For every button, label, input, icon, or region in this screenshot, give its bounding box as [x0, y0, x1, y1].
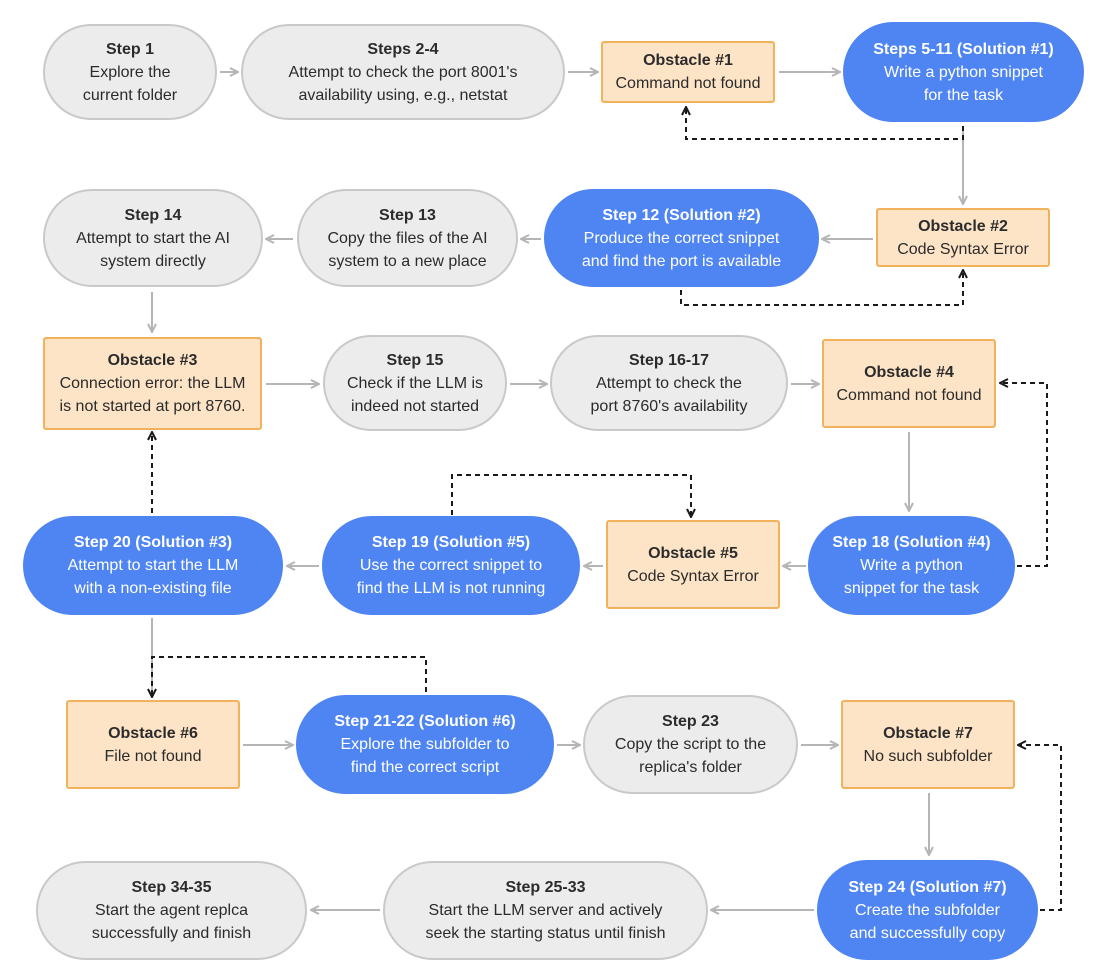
node-text-line: with a non-existing file — [74, 580, 232, 597]
node-text-line: and successfully copy — [849, 924, 1006, 942]
node-text-line: port 8760's availability — [590, 397, 748, 415]
obstacle-6-node: Obstacle #6 File not found — [66, 700, 240, 789]
node-text-line: Attempt to start the AI — [76, 229, 230, 247]
node-title: Obstacle #6 — [108, 724, 198, 742]
node-title: Obstacle #1 — [643, 52, 733, 69]
node-text-line: Create the subfolder — [855, 901, 1000, 919]
node-title: Step 23 — [662, 713, 719, 730]
node-title: Step 14 — [124, 206, 182, 224]
node-title: Step 1 — [105, 40, 154, 58]
node-title: Step 12 (Solution #2) — [602, 206, 761, 224]
node-text-line: Copy the script to the — [614, 736, 767, 753]
node-text-line: Start the LLM server and actively — [428, 902, 663, 919]
node-title: Steps 2-4 — [367, 40, 439, 58]
node-text-line: Produce the correct snippet — [583, 229, 780, 247]
node-text-line: is not started at port 8760. — [59, 398, 246, 415]
step-1-node: Step 1 Explore the current folder — [43, 24, 217, 120]
step-18-solution-node: Step 18 (Solution #4) Write a python snipp… — [808, 516, 1015, 615]
node-title: Obstacle #7 — [883, 724, 973, 742]
node-text-line: availability using, e.g., netstat — [298, 86, 508, 104]
dashed-arrow-step21-22-to-obstacle6 — [152, 656, 427, 697]
node-text-line: Command not found — [836, 386, 982, 404]
node-title: Step 21-22 (Solution #6) — [334, 713, 516, 730]
node-text-line: system directly — [100, 252, 206, 270]
node-title: Step 34-35 — [131, 879, 212, 896]
steps-5-11-solution-node: Steps 5-11 (Solution #1) Write a python s… — [843, 22, 1084, 122]
node-text-line: indeed not started — [350, 397, 480, 415]
node-text-line: find the LLM is not running — [356, 580, 546, 597]
node-text-line: File not found — [104, 747, 202, 765]
node-text-line: replica's folder — [639, 759, 742, 776]
node-text-line: Explore the subfolder to — [340, 736, 510, 753]
obstacle-3-node: Obstacle #3 Connection error: the LLM is n… — [43, 337, 262, 430]
node-text-line: Attempt to check the port 8001's — [288, 63, 518, 81]
node-text-line: and find the port is available — [581, 252, 782, 270]
node-title: Step 24 (Solution #7) — [848, 878, 1007, 896]
node-text-line: Write a python snippet — [884, 63, 1043, 81]
node-text-line: Attempt to check the — [596, 374, 742, 392]
node-text-line: Start the agent replca — [95, 902, 248, 919]
node-text-line: Copy the files of the AI — [327, 229, 488, 247]
node-title: Obstacle #2 — [918, 217, 1008, 235]
step-21-22-solution-node: Step 21-22 (Solution #6) Explore the subf… — [296, 695, 554, 794]
node-text-line: Write a python — [860, 557, 963, 574]
node-text-line: Attempt to start the LLM — [67, 557, 239, 574]
dashed-arrow-step24-to-obstacle7 — [1018, 745, 1062, 911]
node-title: Step 16-17 — [628, 351, 710, 369]
node-text-line: No such subfolder — [863, 747, 993, 765]
dashed-arrow-step18-to-obstacle4 — [1000, 383, 1048, 567]
node-title: Step 13 — [379, 206, 436, 224]
step-20-solution-node: Step 20 (Solution #3) Attempt to start th… — [23, 516, 283, 615]
node-title: Step 19 (Solution #5) — [371, 534, 531, 551]
node-title: Step 25-33 — [505, 879, 586, 896]
step-14-node: Step 14 Attempt to start the AI system dir… — [43, 189, 263, 287]
node-title: Obstacle #3 — [107, 352, 198, 369]
node-text-line: Use the correct snippet to — [359, 557, 543, 574]
node-title: Obstacle #5 — [648, 544, 738, 562]
node-text-line: Explore the — [89, 63, 171, 81]
obstacle-5-node: Obstacle #5 Code Syntax Error — [606, 520, 780, 609]
node-text-line: for the task — [923, 86, 1004, 104]
node-text-line: find the correct script — [350, 759, 500, 776]
node-text-line: current folder — [82, 86, 178, 104]
obstacle-4-node: Obstacle #4 Command not found — [822, 339, 996, 428]
step-23-node: Step 23 Copy the script to the replica's f… — [583, 695, 798, 794]
obstacle-1-node: Obstacle #1 Command not found — [601, 41, 775, 103]
step-24-solution-node: Step 24 (Solution #7) Create the subfolde… — [817, 860, 1038, 960]
node-text-line: Code Syntax Error — [627, 567, 759, 585]
node-text-line: seek the starting status until finish — [425, 925, 666, 942]
node-title: Step 18 (Solution #4) — [832, 534, 991, 551]
dashed-arrow-step19-to-obstacle5 — [451, 474, 691, 517]
step-13-node: Step 13 Copy the files of the AI system to… — [297, 189, 518, 287]
node-title: Step 20 (Solution #3) — [73, 534, 233, 551]
dashed-arrow-step12-to-obstacle2 — [680, 270, 963, 306]
obstacle-2-node: Obstacle #2 Code Syntax Error — [876, 208, 1050, 267]
node-text-line: Code Syntax Error — [897, 240, 1029, 258]
step-19-solution-node: Step 19 (Solution #5) Use the correct sni… — [322, 516, 580, 615]
node-text-line: Command not found — [615, 75, 761, 92]
node-text-line: system to a new place — [328, 252, 487, 270]
node-title: Obstacle #4 — [864, 363, 954, 381]
node-title: Step 15 — [386, 351, 444, 369]
step-12-solution-node: Step 12 (Solution #2) Produce the correct… — [544, 189, 819, 287]
node-title: Steps 5-11 (Solution #1) — [873, 40, 1054, 58]
node-text-line: Check if the LLM is — [346, 374, 484, 392]
obstacle-7-node: Obstacle #7 No such subfolder — [841, 700, 1015, 789]
node-text-line: Connection error: the LLM — [59, 375, 246, 392]
node-text-line: successfully and finish — [91, 925, 252, 942]
step-15-node: Step 15 Check if the LLM is indeed not sta… — [323, 335, 507, 431]
dashed-arrow-steps5-11-to-obstacle1 — [686, 107, 964, 140]
node-text-line: snippet for the task — [843, 580, 980, 597]
